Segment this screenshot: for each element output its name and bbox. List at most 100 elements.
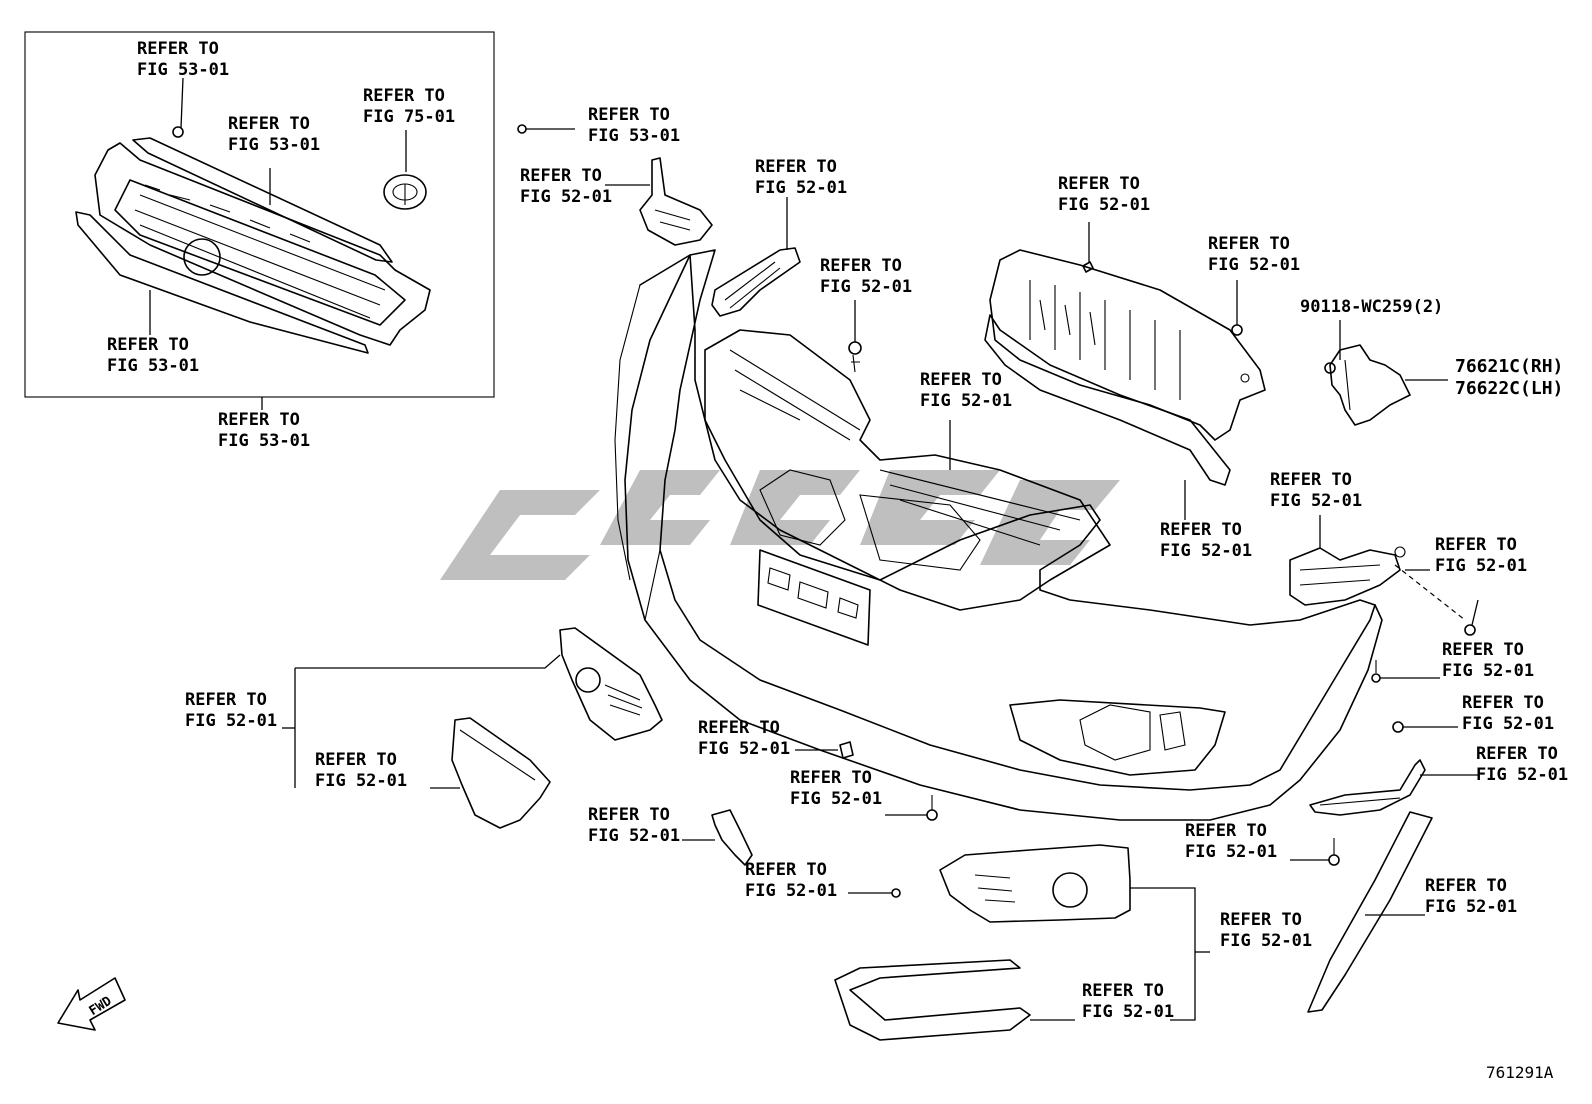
callout-line: REFER TO [1476,744,1558,764]
callout-line: REFER TO [1442,640,1524,660]
part-number-mudguard-rh: 76621C(RH) [1455,356,1563,377]
callout-line: FIG 52-01 [185,711,277,731]
callout-line: FIG 52-01 [520,187,612,207]
callout-line: FIG 52-01 [1185,842,1277,862]
side-garnish-strip [1307,811,1433,1013]
callout-line: FIG 53-01 [107,356,199,376]
part-number-clip: 90118-WC259(2) [1300,297,1443,317]
fwd-label: FWD [87,994,115,1019]
callout-line: FIG 52-01 [1082,1002,1174,1022]
callout-line: FIG 53-01 [228,135,320,155]
part-number-mudguard-lh: 76622C(LH) [1455,378,1563,399]
callout-line: FIG 53-01 [218,431,310,451]
callout-line: REFER TO [218,410,300,430]
callout-line: FIG 53-01 [137,60,229,80]
clip-center-icon [795,741,854,759]
callout-line: REFER TO [1425,876,1507,896]
grille-group-frame [24,31,495,398]
callout-line: REFER TO [920,370,1002,390]
callout-line: FIG 52-01 [745,881,837,901]
diagram-id: 761291A [1486,1063,1554,1082]
callout-line: REFER TO [363,86,445,106]
callout-line: FIG 52-01 [315,771,407,791]
screw-retainer-icon [1464,599,1479,636]
callout-line: REFER TO [698,718,780,738]
screw-top-icon [517,124,575,134]
fog-lamp-cover-right [834,959,1075,1041]
callout-line: REFER TO [1462,693,1544,713]
callout-line: FIG 52-01 [698,739,790,759]
callout-line: FIG 52-01 [1425,897,1517,917]
callout-line: FIG 52-01 [920,391,1012,411]
callout-line: REFER TO [1160,520,1242,540]
callout-line: REFER TO [228,114,310,134]
callout-line: FIG 52-01 [1058,195,1150,215]
callout-line: FIG 75-01 [363,107,455,127]
front-bumper-cover [614,249,1383,821]
callout-line: FIG 52-01 [790,789,882,809]
grille-lower-molding [75,211,369,354]
callout-line: REFER TO [1208,234,1290,254]
callout-line: REFER TO [1220,910,1302,930]
fog-lamp-bezel-left [282,627,663,788]
mudguard [1324,320,1448,426]
screw-lower-right-icon [1290,838,1340,866]
callout-line: FIG 52-01 [1270,491,1362,511]
callout-line: REFER TO [107,335,189,355]
callout-line: REFER TO [790,768,872,788]
bumper-side-bracket-right [1309,759,1478,816]
clip-right-icon [1231,280,1243,336]
fwd-arrow-icon: FWD [57,977,126,1031]
screw-right-1-icon [1371,660,1440,683]
grille-upper-molding [132,137,393,263]
fog-lamp-cover-left [430,717,551,829]
grille-screw-icon [172,77,184,138]
screw-center-lower-icon [885,795,938,821]
radiator-grille [94,142,431,346]
toyota-emblem-icon [383,130,427,210]
callout-line: REFER TO [1270,470,1352,490]
callout-line: REFER TO [588,805,670,825]
callout-line: FIG 52-01 [1208,255,1300,275]
callout-line: REFER TO [520,166,602,186]
callout-line: FIG 53-01 [588,126,680,146]
callout-line: REFER TO [1082,981,1164,1001]
callout-line: FIG 52-01 [820,277,912,297]
callout-line: REFER TO [1185,821,1267,841]
callout-line: FIG 52-01 [1220,931,1312,951]
callout-line: FIG 52-01 [755,178,847,198]
callout-line: REFER TO [755,157,837,177]
bumper-retainer-right [1289,515,1466,621]
bumper-side-bracket-left [605,157,713,246]
fog-bracket-center [682,809,753,866]
bumper-upper-support [704,329,1111,611]
callout-line: REFER TO [315,750,397,770]
callout-line: FIG 52-01 [1476,765,1568,785]
watermark-logo [440,470,1120,580]
callout-line: REFER TO [1435,535,1517,555]
bumper-energy-absorber [984,249,1266,486]
callout-line: REFER TO [137,39,219,59]
